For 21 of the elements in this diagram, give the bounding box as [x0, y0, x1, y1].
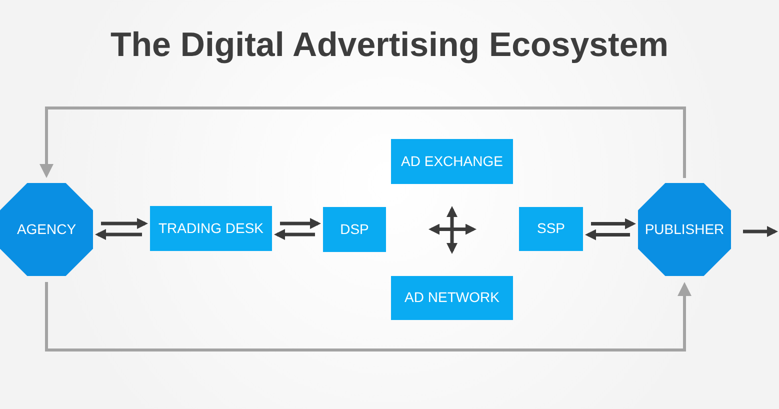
node-label: PUBLISHER — [644, 220, 724, 238]
connector-arrow — [40, 106, 686, 178]
node-label: AGENCY — [16, 220, 76, 238]
title: The Digital Advertising Ecosystem — [110, 25, 668, 66]
process-box: TRADING DESK — [150, 206, 272, 251]
arrow — [743, 226, 778, 237]
arrow — [101, 218, 148, 229]
octagon-node — [638, 183, 731, 276]
arrow — [591, 218, 636, 230]
process-box: AD NETWORK — [391, 276, 513, 320]
arrow — [280, 218, 321, 229]
octagon-node — [0, 183, 93, 276]
process-box: DSP — [323, 207, 386, 252]
arrow — [274, 229, 315, 240]
arrow — [585, 229, 630, 240]
arrow — [428, 224, 476, 235]
process-box: AD EXCHANGE — [391, 139, 513, 184]
arrow — [446, 206, 458, 254]
process-box: SSP — [519, 207, 583, 251]
connector-arrow — [45, 282, 692, 352]
arrow — [95, 229, 142, 240]
